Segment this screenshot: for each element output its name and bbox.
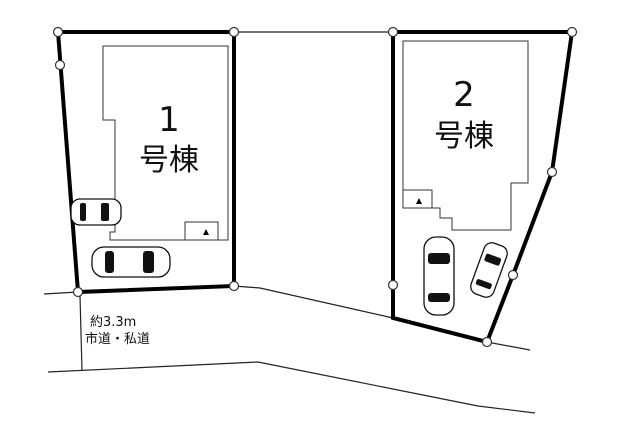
lot-2-entrance-triangle-icon xyxy=(416,198,422,204)
building-1-name: 号棟 xyxy=(139,143,199,178)
lot-1-entrance-outline xyxy=(184,221,219,240)
lot-1-boundary-marker xyxy=(54,59,66,71)
road-width-label: 約3.3m xyxy=(90,315,137,330)
lot-1-entrance-triangle-icon xyxy=(203,229,209,235)
lot-1-boundary-marker xyxy=(52,26,64,38)
road-width-dimension-line xyxy=(79,295,83,371)
road-boundaries xyxy=(43,31,536,414)
lot-1-boundary-marker xyxy=(72,286,84,298)
lot-1-boundary-marker xyxy=(228,280,240,292)
building-2-number: 2 xyxy=(453,75,475,115)
lot-2-boundary-marker xyxy=(566,26,578,38)
lot-2 xyxy=(387,26,578,348)
road-type-label: 市道・私道 xyxy=(85,332,151,347)
lot-2-building-footprint xyxy=(402,40,529,231)
lot-1-building-footprint xyxy=(102,45,229,241)
lot-1-boundary-marker xyxy=(228,26,240,38)
building-1-number: 1 xyxy=(158,100,180,140)
road-lower-edge xyxy=(47,361,536,414)
lot-2-boundary-marker xyxy=(507,269,519,281)
car-icon xyxy=(91,246,171,278)
car-icon xyxy=(470,242,508,298)
road-middle-edge xyxy=(233,285,394,319)
building-2-name: 号棟 xyxy=(434,119,494,154)
lot-2-boundary-marker xyxy=(546,166,558,178)
lot-2-boundary-marker xyxy=(387,26,399,38)
road-upper-edge xyxy=(43,291,79,295)
road-right-edge xyxy=(486,341,531,351)
car-icon xyxy=(70,198,122,226)
car-icon xyxy=(423,236,455,316)
lot-2-boundary-marker xyxy=(481,336,493,348)
lot-2-entrance-outline xyxy=(403,189,433,208)
lot-2-boundary-marker xyxy=(387,279,399,291)
